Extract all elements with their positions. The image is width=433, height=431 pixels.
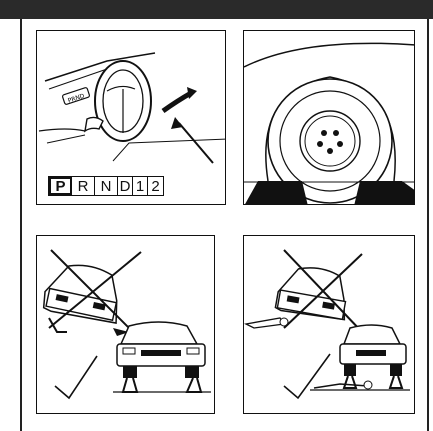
panel-shift-to-park: PRND P R N D 1 2: [36, 30, 226, 205]
car-on-stands-correct: [113, 322, 211, 392]
gear-position-p: P: [49, 177, 72, 195]
panel-chock-wheel: [243, 30, 415, 205]
car-on-jack-icon: [37, 236, 215, 414]
gear-selector: P R N D 1 2: [48, 176, 164, 196]
panel-person-under-car: [243, 235, 415, 414]
tilted-car-with-person-incorrect: [246, 262, 352, 328]
wheel-chock-icon: [244, 31, 415, 205]
header-bar: [0, 0, 433, 19]
gear-position-1: 1: [133, 177, 148, 195]
panel-jack-position: [36, 235, 215, 414]
gear-position-d: D: [118, 177, 133, 195]
gear-position-2: 2: [148, 177, 163, 195]
gear-position-r: R: [72, 177, 95, 195]
gear-position-n: N: [95, 177, 118, 195]
car-on-stands-with-person-correct: [310, 325, 410, 390]
person-under-car-icon: [244, 236, 415, 414]
